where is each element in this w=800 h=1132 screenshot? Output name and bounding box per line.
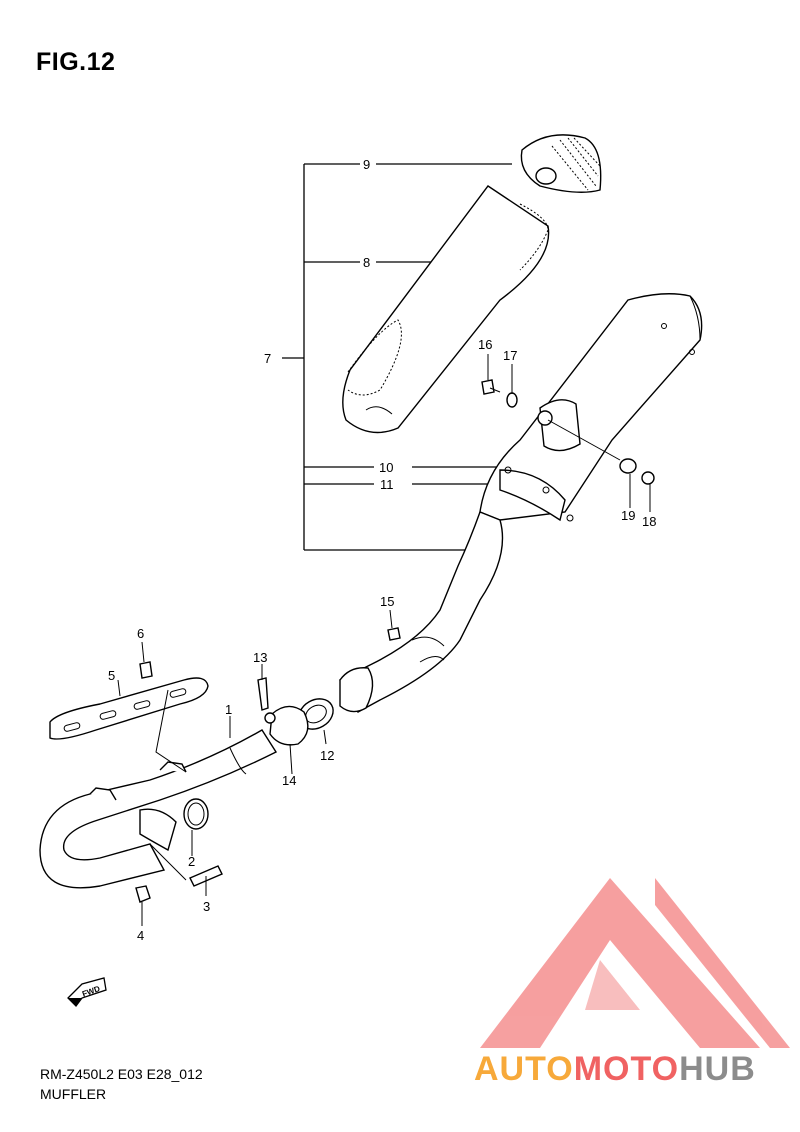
callout-11: 11 [380,477,394,492]
callout-5: 5 [108,668,115,683]
callout-10: 10 [379,460,393,475]
section-name: MUFFLER [40,1086,107,1102]
watermark-logo-triangle [480,878,790,1048]
watermark-hub: HUB [679,1050,756,1088]
callout-13: 13 [253,650,267,665]
callout-14: 14 [282,773,296,788]
callout-15: 15 [380,594,394,609]
callout-18: 18 [642,514,656,529]
end-cap-part-9 [520,134,602,193]
muffler-body [479,293,703,522]
callout-labels: 1 2 3 4 5 6 7 8 9 10 11 12 13 14 15 16 1… [108,157,656,943]
muffler-sleeve-part-8 [342,185,550,434]
callout-6: 6 [137,626,144,641]
bolt-part-6 [139,661,153,679]
callout-19: 19 [621,508,635,523]
callout-7: 7 [264,351,271,366]
callout-9: 9 [363,157,370,172]
fasteners [135,379,655,903]
grommet-part-19 [619,458,637,474]
callout-2: 2 [188,854,195,869]
watermark-auto: AUTO [474,1050,574,1088]
heat-shield-part-5 [49,677,209,740]
bolt-part-18 [641,471,655,485]
callout-16: 16 [478,337,492,352]
fwd-arrow-icon: FWD [67,977,107,1007]
leader-lines [117,354,651,926]
callout-17: 17 [503,348,517,363]
washer-part-17 [506,392,518,408]
exhaust-pipe-part-1 [39,729,278,889]
nut-part-4 [135,885,151,903]
watermark-moto: MOTO [573,1050,680,1088]
bolt-part-13 [257,677,269,711]
callout-4: 4 [137,928,144,943]
clamp-part-14 [264,705,309,746]
callout-12: 12 [320,748,334,763]
figure-title: FIG.12 [36,48,116,76]
bolt-part-16 [481,379,495,395]
callout-8: 8 [363,255,370,270]
bolt-part-15 [387,627,401,641]
watermark-brand: AUTOMOTOHUB [474,1050,756,1089]
connecting-pipe [339,511,504,713]
callout-1: 1 [225,702,232,717]
callout-3: 3 [203,899,210,914]
model-code: RM-Z450L2 E03 E28_012 [40,1066,203,1082]
